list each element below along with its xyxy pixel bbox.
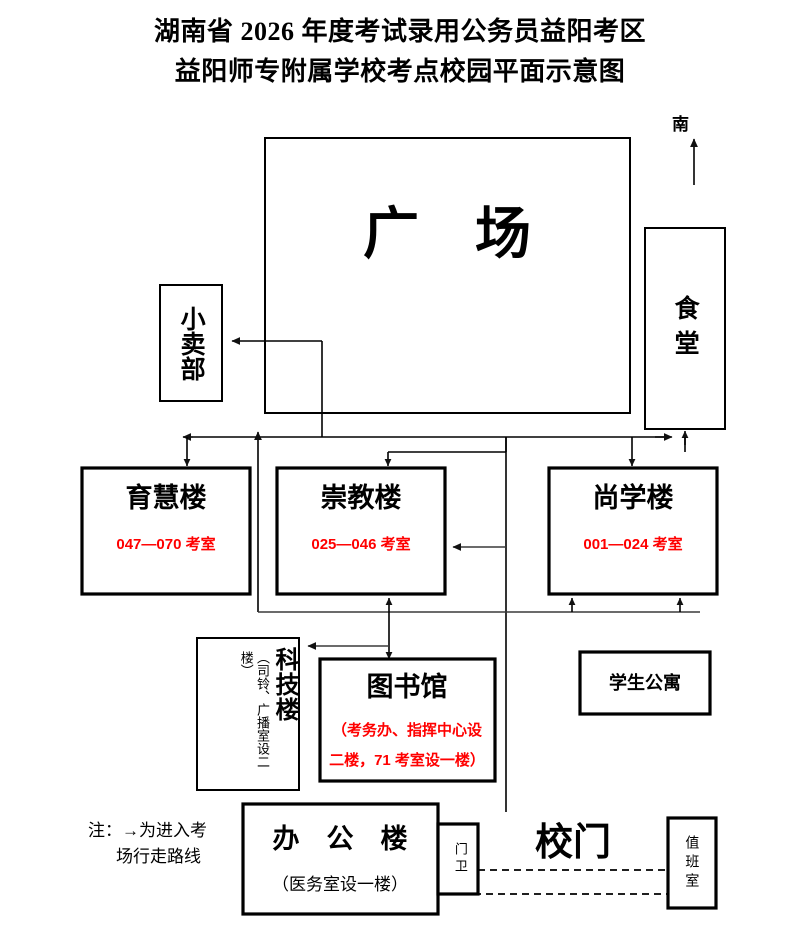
building-chongjiaolou-name: 崇教楼 [321,483,402,513]
building-yuhuilou-box [80,466,252,596]
duty-room-box [666,816,718,910]
cafeteria-box [644,227,726,430]
compass-label: 南 [672,115,689,134]
building-tushuguan-note-2: 二楼，71 考室设一楼） [329,751,485,769]
building-yuhuilou-rooms: 047—070 考室 [116,535,215,553]
building-yuhuilou-name: 育慧楼 [126,482,207,513]
building-kejilou-box [196,637,300,791]
building-shangxuelou-name: 尚学楼 [593,482,674,513]
building-dorm-label: 学生公寓 [609,672,681,693]
building-office-name: 办 公 楼 [273,824,408,854]
title-line-2: 益阳师专附属学校考点校园平面示意图 [174,57,626,86]
path-to-library-and-tech [307,612,393,660]
building-shangxuelou-box [547,466,719,596]
duty-room-label: 值班室 [684,834,701,892]
building-kejilou-labels: 科技楼 （司铃、广播室设二楼） [200,641,298,789]
building-office-box [241,802,440,916]
legend-note-line-1: 注：→为进入考 [88,821,207,840]
shop-label: 小卖部 [177,305,206,381]
page-title: 湖南省 2026 年度考试录用公务员益阳考区 益阳师专附属学校考点校园平面示意图 [0,12,800,92]
building-kejilou-name: 科技楼 [271,647,298,722]
building-chongjiaolou-box [275,466,447,596]
legend-note-line-2: 场行走路线 [116,847,201,866]
building-kejilou-note: （司铃、广播室设二楼） [238,651,270,768]
legend-note: 注：→为进入考 场行走路线 [88,818,238,870]
path-to-shop [231,337,323,437]
building-office-note: （医务室设一楼） [272,875,408,894]
shop-box [159,284,223,402]
plaza-box [264,137,631,414]
building-tushuguan-name: 图书馆 [367,671,448,702]
plaza-label: 广 场 [363,202,531,265]
title-line-1: 湖南省 2026 年度考试录用公务员益阳考区 [153,17,646,46]
building-shangxuelou-rooms: 001—024 考室 [583,535,682,553]
building-chongjiaolou-rooms: 025—046 考室 [311,535,410,553]
cafeteria-label: 食堂 [671,295,700,365]
building-tushuguan-box [318,657,497,783]
building-tushuguan-note-1: （考务办、指挥中心设 [332,721,482,739]
corridor-lower [258,597,700,613]
guard-house-box [436,822,480,896]
building-dorm-box [578,650,712,716]
gate-label: 校门 [535,822,611,864]
guard-house-label: 门卫 [452,842,468,876]
